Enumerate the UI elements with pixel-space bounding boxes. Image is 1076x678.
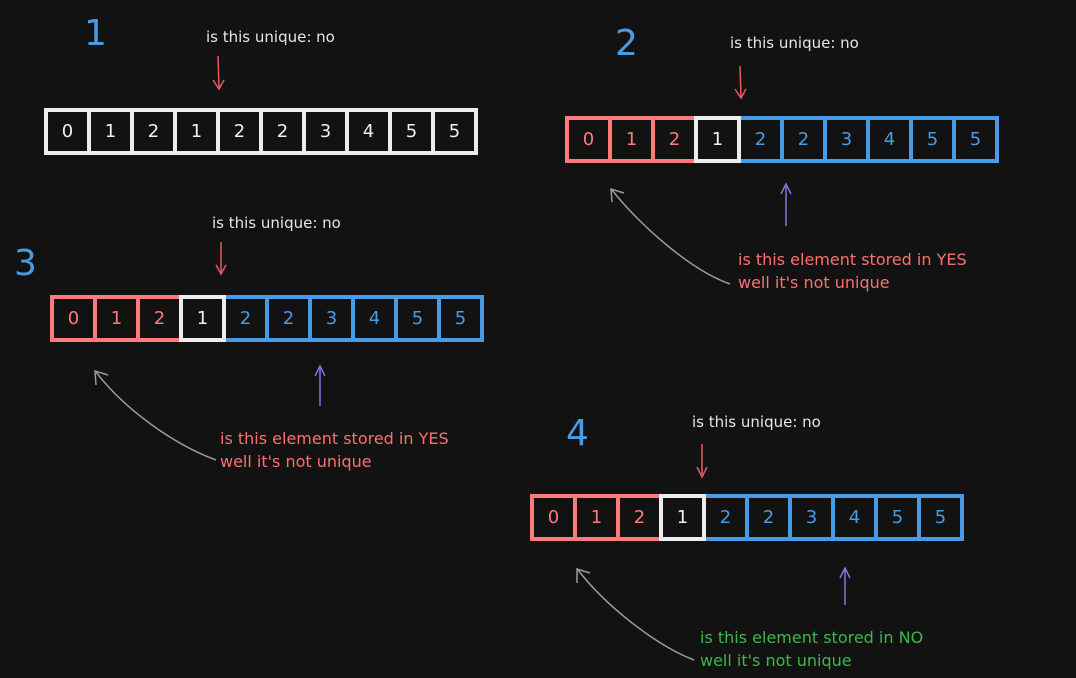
- array-cell: 3: [823, 116, 870, 163]
- step-3-pointer-arrow: [314, 364, 326, 406]
- array-cell: 1: [573, 494, 620, 541]
- step-4-note-line2: well it's not unique: [700, 651, 852, 670]
- array-cell: 5: [394, 295, 441, 342]
- array-cell: 1: [173, 108, 220, 155]
- array-cell: 4: [831, 494, 878, 541]
- step-3-question: is this unique: no: [212, 214, 341, 232]
- array-cell: 5: [431, 108, 478, 155]
- array-cell: 1: [179, 295, 226, 342]
- array-cell: 0: [50, 295, 97, 342]
- array-cell: 2: [265, 295, 312, 342]
- step-1-question: is this unique: no: [206, 28, 335, 46]
- array-cell: 3: [302, 108, 349, 155]
- step-4-note: is this element stored in NO well it's n…: [700, 626, 923, 672]
- array-cell: 1: [93, 295, 140, 342]
- step-1-question-arrow: [212, 55, 225, 91]
- array-cell: 4: [866, 116, 913, 163]
- array-cell: 2: [222, 295, 269, 342]
- array-cell: 2: [259, 108, 306, 155]
- array-cell: 5: [952, 116, 999, 163]
- array-cell: 2: [780, 116, 827, 163]
- array-cell: 5: [909, 116, 956, 163]
- step-4-curved-arrow: [576, 567, 695, 661]
- step-2-note-line2: well it's not unique: [738, 273, 890, 292]
- step-3-number: 3: [14, 243, 37, 284]
- array-cell: 2: [216, 108, 263, 155]
- array-cell: 2: [737, 116, 784, 163]
- array-cell: 2: [745, 494, 792, 541]
- array-cell: 1: [694, 116, 741, 163]
- step-3-note-line1: is this element stored in YES: [220, 429, 449, 448]
- step-3-note-line2: well it's not unique: [220, 452, 372, 471]
- step-3-question-arrow: [215, 242, 227, 276]
- step-2-note-line1: is this element stored in YES: [738, 250, 967, 269]
- array-cell: 2: [616, 494, 663, 541]
- array-cell: 1: [659, 494, 706, 541]
- array-cell: 1: [608, 116, 655, 163]
- array-cell: 5: [874, 494, 921, 541]
- step-4-question: is this unique: no: [692, 413, 821, 431]
- step-4-note-line1: is this element stored in NO: [700, 628, 924, 647]
- step-2-curved-arrow: [610, 187, 731, 285]
- step-2-question: is this unique: no: [730, 34, 859, 52]
- array-cell: 0: [44, 108, 91, 155]
- step-4-question-arrow: [696, 444, 708, 479]
- step-3-note: is this element stored in YES well it's …: [220, 427, 449, 473]
- array-cell: 0: [565, 116, 612, 163]
- step-2-pointer-arrow: [780, 182, 792, 226]
- step-2-note: is this element stored in YES well it's …: [738, 248, 967, 294]
- array-cell: 5: [917, 494, 964, 541]
- array-cell: 2: [702, 494, 749, 541]
- array-cell: 3: [788, 494, 835, 541]
- array-cell: 0: [530, 494, 577, 541]
- step-4-pointer-arrow: [839, 566, 851, 605]
- array-cell: 2: [130, 108, 177, 155]
- step-3-curved-arrow: [94, 369, 217, 461]
- step-1-number: 1: [84, 13, 107, 54]
- step-2-number: 2: [615, 23, 638, 64]
- array-cell: 5: [437, 295, 484, 342]
- array-cell: 4: [345, 108, 392, 155]
- array-cell: 2: [651, 116, 698, 163]
- step-2-question-arrow: [734, 65, 747, 100]
- array-cell: 3: [308, 295, 355, 342]
- array-cell: 2: [136, 295, 183, 342]
- array-cell: 5: [388, 108, 435, 155]
- array-cell: 1: [87, 108, 134, 155]
- array-cell: 4: [351, 295, 398, 342]
- step-4-number: 4: [566, 413, 589, 454]
